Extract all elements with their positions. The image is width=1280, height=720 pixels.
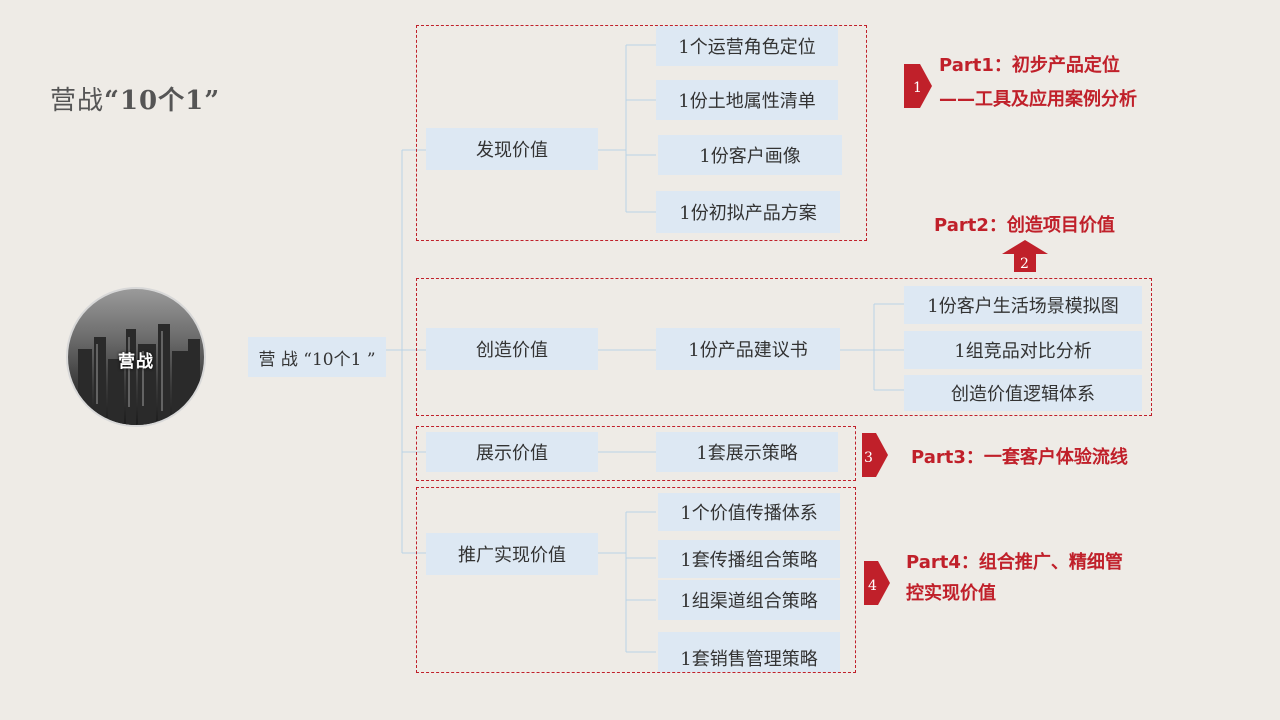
part2-number: 2 [1020,256,1029,272]
title-main: 营战 [50,86,105,116]
discover-item: 1份土地属性清单 [656,80,838,120]
part1-subtitle: ——工具及应用案例分析 [939,89,1137,110]
part4-number: 4 [868,578,877,594]
show-group-frame [416,426,856,481]
create-item: 1份客户生活场景模拟图 [904,286,1142,324]
create-group-frame [416,278,1152,416]
discover-group-frame [416,25,867,241]
part4-subtitle: 控实现价值 [906,583,996,604]
avatar-label: 营战 [118,352,154,372]
part3-number: 3 [864,450,873,466]
part2-title: Part2：创造项目价值 [934,215,1115,236]
promote-item: 1组渠道组合策略 [658,580,840,620]
discover-value-node: 发现价值 [426,128,598,170]
part3-arrow-icon: 3 [862,433,888,477]
create-item: 创造价值逻辑体系 [904,375,1142,411]
promote-item: 1个价值传播体系 [658,493,840,531]
part1-title: Part1：初步产品定位 [939,55,1120,76]
create-item: 1组竞品对比分析 [904,331,1142,369]
title-quote: “10个1” [104,86,221,116]
discover-item: 1份初拟产品方案 [656,191,840,233]
show-value-node: 展示价值 [426,432,598,472]
root-node: 营 战 “10个1 ” [248,337,386,377]
promote-item: 1套销售管理策略 [658,632,840,672]
avatar: 营战 [66,287,206,427]
part3-title: Part3：一套客户体验流线 [911,447,1128,468]
part4-title: Part4：组合推广、精细管 [906,552,1123,573]
promote-value-node: 推广实现价值 [426,533,598,575]
part1-arrow-icon: 1 [904,64,932,108]
part1-number: 1 [913,80,922,96]
part2-arrow-icon: 2 [1002,240,1048,272]
discover-item: 1份客户画像 [658,135,842,175]
create-value-node: 创造价值 [426,328,598,370]
promote-group-frame [416,487,856,673]
show-strategy-node: 1套展示策略 [656,432,838,472]
promote-item: 1套传播组合策略 [658,540,840,578]
part4-arrow-icon: 4 [864,561,890,605]
product-proposal-node: 1份产品建议书 [656,328,840,370]
page-title: 营战“10个1” [50,80,220,117]
discover-item: 1个运营角色定位 [656,26,838,66]
